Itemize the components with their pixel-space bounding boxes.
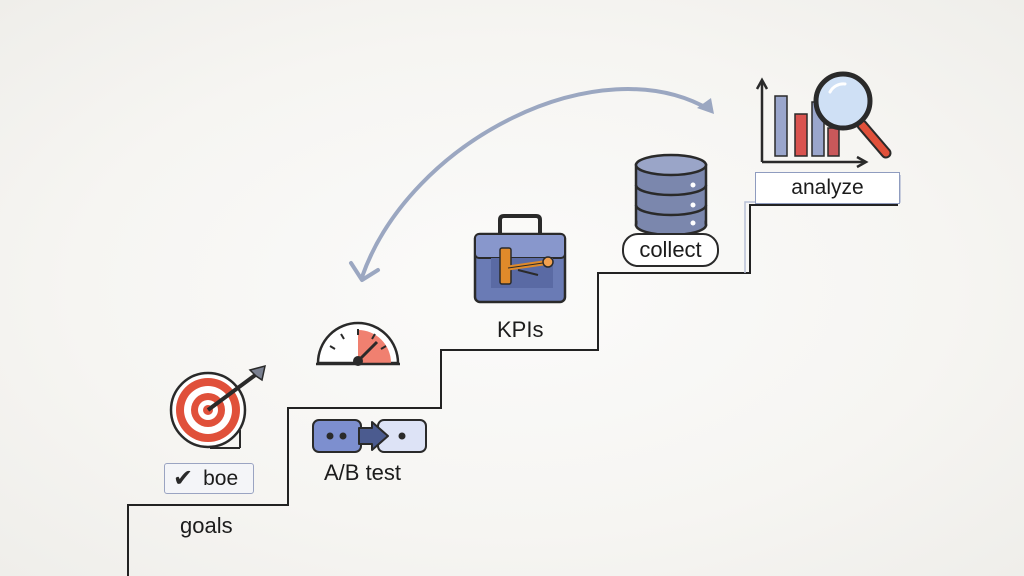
- magnifier-icon: [813, 71, 892, 159]
- step-label-collect: collect: [622, 233, 719, 267]
- wrench-icon: [499, 247, 554, 285]
- step-label-kpis: KPIs: [497, 317, 544, 342]
- gauge-icon: [316, 321, 400, 366]
- staircase-line: [127, 204, 898, 576]
- checkmark-icon: ✔: [173, 464, 194, 492]
- step-label-analyze: analyze: [755, 172, 900, 204]
- goal-check-box: ✔ boe: [164, 463, 254, 494]
- target-icon: [169, 364, 266, 449]
- step-label-ab-test: A/B test: [324, 460, 402, 485]
- database-icon: [634, 153, 708, 237]
- step-label-goals: goals: [180, 513, 233, 538]
- bar-chart-icon: [755, 77, 869, 169]
- ab-test-icon: [312, 419, 427, 453]
- cycle-arrow-icon: [349, 87, 714, 282]
- goal-check-label: boe: [203, 466, 239, 490]
- toolbox-icon: [473, 214, 567, 304]
